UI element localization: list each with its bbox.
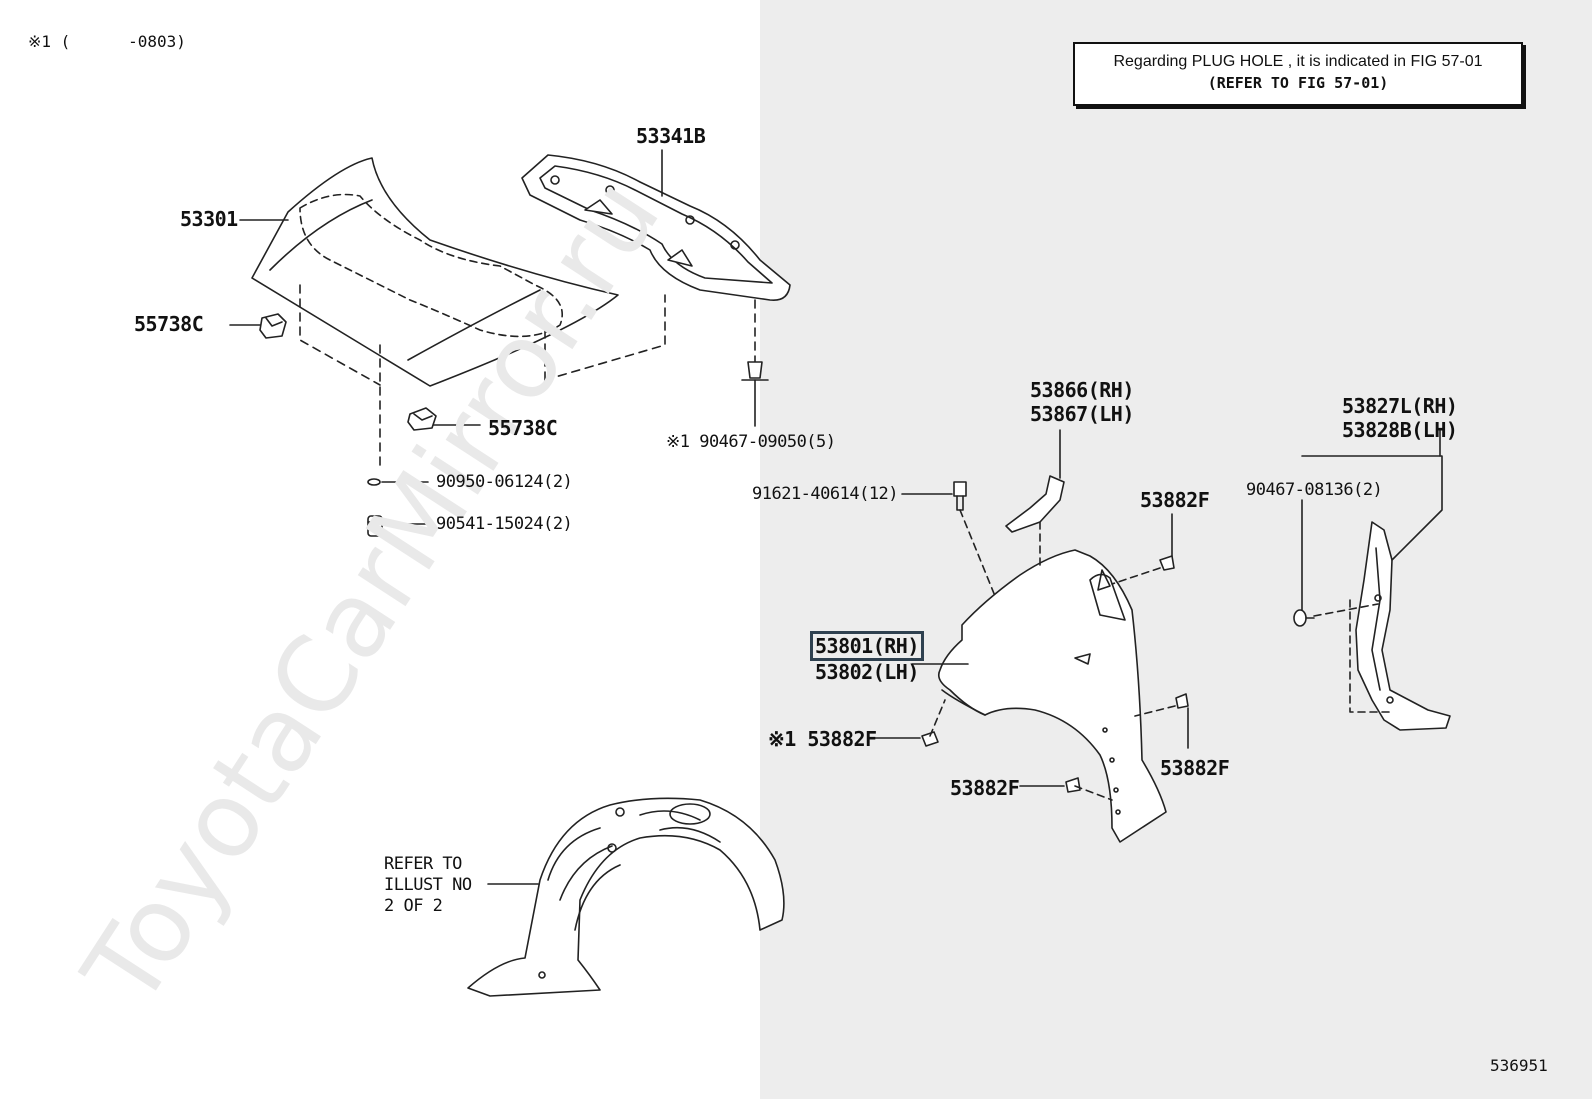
part-label-fender-rh[interactable]: 53801(RH) [810,631,924,661]
hood-bumper-center-drawing [407,407,437,431]
part-label-o-ring[interactable]: 90950-06124(2) [436,472,573,492]
part-label-bumper-center[interactable]: 55738C [488,416,558,440]
liner-reference-line1[interactable]: REFER TO [384,854,462,874]
hood-guides [299,284,756,466]
hood-seal-clip-drawing [741,361,769,427]
part-label-fender-seal-lh[interactable]: 53828B(LH) [1342,418,1458,442]
hood-drawing [251,157,619,387]
fender-seal-drawing [1355,521,1451,731]
seal-clip-drawing [1293,609,1315,627]
applicability-note: ※1 ( -0803) [28,32,186,51]
o-ring-drawing [367,478,381,486]
cushion-drawing [367,515,383,537]
hood-bumper-left-drawing [259,313,287,339]
right-panel-background [760,0,1592,1099]
clip-bottom-left-drawing [1065,777,1081,793]
part-label-fender-bracket-rh[interactable]: 53866(RH) [1030,378,1134,402]
clip-top-drawing [1159,555,1175,571]
part-label-fender-bracket-lh[interactable]: 53867(LH) [1030,402,1134,426]
part-label-cushion[interactable]: 90541-15024(2) [436,514,573,534]
part-label-fender-seal-rh[interactable]: 53827L(RH) [1342,394,1458,418]
liner-reference-line2[interactable]: ILLUST NO [384,875,472,895]
part-label-fender-lh[interactable]: 53802(LH) [815,660,919,684]
illustration-number: 536951 [1490,1056,1548,1075]
part-label-hood-seal-clip[interactable]: ※1 90467-09050(5) [666,432,836,452]
part-label-hood-seal[interactable]: 53341B [636,124,706,148]
plug-hole-note-line2: (REFER TO FIG 57-01) [1207,74,1389,92]
part-label-clip-bottom-right[interactable]: 53882F [1160,756,1230,780]
plug-hole-note-box: Regarding PLUG HOLE , it is indicated in… [1073,42,1523,106]
hood-seal-drawing [521,154,791,302]
part-label-clip-top[interactable]: 53882F [1140,488,1210,512]
part-label-clip-bottom-left[interactable]: 53882F [950,776,1020,800]
plug-hole-note-line1: Regarding PLUG HOLE , it is indicated in… [1113,53,1483,70]
clip-left-drawing [921,731,939,747]
fender-drawing [937,549,1167,843]
clip-bottom-right-drawing [1175,693,1189,709]
part-label-hood[interactable]: 53301 [180,207,238,231]
part-label-clip-left[interactable]: ※1 53882F [768,727,877,751]
fender-liner-drawing [467,797,785,997]
part-label-bumper-left[interactable]: 55738C [134,312,204,336]
part-label-seal-clip[interactable]: 90467-08136(2) [1246,480,1383,500]
liner-reference-line3[interactable]: 2 OF 2 [384,896,443,916]
fender-bracket-drawing [1005,475,1065,533]
part-label-bolt[interactable]: 91621-40614(12) [752,484,899,504]
